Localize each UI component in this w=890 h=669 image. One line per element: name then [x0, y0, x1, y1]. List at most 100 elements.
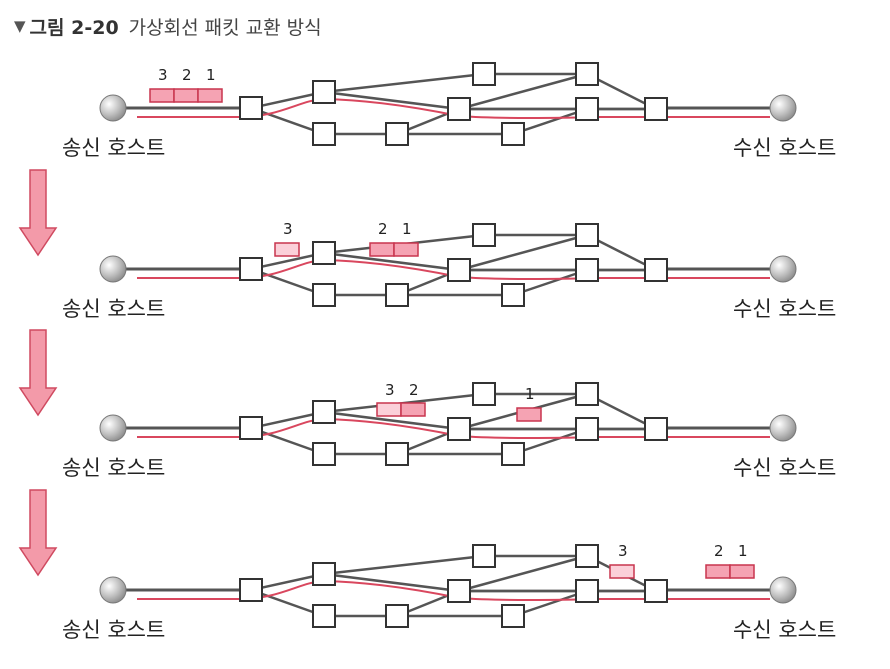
link-line [323, 251, 460, 272]
router-node [644, 97, 668, 121]
virtual-circuit-path [137, 417, 770, 439]
receiver-host-icon [769, 94, 797, 122]
link-line [512, 107, 588, 136]
receiver-host-label: 수신 호스트 [733, 136, 836, 160]
link-line [512, 589, 588, 618]
link-line [250, 572, 325, 592]
packet-number-1: 1 [402, 220, 412, 238]
virtual-circuit-path [137, 97, 770, 119]
link-line [250, 426, 325, 456]
router-node [447, 258, 471, 282]
packet-1 [729, 564, 755, 579]
packet-3 [274, 242, 300, 257]
receiver-host-label: 수신 호스트 [733, 297, 836, 321]
router-node [575, 382, 599, 406]
figure-number: 그림 2-20 [29, 16, 119, 39]
down-arrow-icon [18, 489, 58, 577]
router-node [239, 416, 263, 440]
sender-host-icon [99, 255, 127, 283]
router-node [644, 417, 668, 441]
packet-3 [376, 402, 402, 417]
link-line [458, 554, 588, 593]
link-line [250, 410, 325, 430]
router-node [312, 122, 336, 146]
packet-number-2: 2 [409, 381, 419, 399]
router-node [239, 257, 263, 281]
router-node [447, 417, 471, 441]
virtual-circuit-path [137, 579, 770, 601]
router-node [575, 544, 599, 568]
link-line [323, 572, 460, 593]
link-line [250, 90, 325, 110]
packet-2 [705, 564, 731, 579]
packet-number-3: 3 [385, 381, 395, 399]
link-line [323, 410, 460, 431]
router-node [575, 62, 599, 86]
router-node [447, 579, 471, 603]
router-node [239, 578, 263, 602]
router-node [575, 417, 599, 441]
sender-host-icon [99, 576, 127, 604]
link-line [250, 251, 325, 271]
router-node [472, 544, 496, 568]
router-node [312, 283, 336, 307]
router-node [312, 442, 336, 466]
link-line [458, 72, 588, 111]
router-node [575, 223, 599, 247]
packet-number-1: 1 [738, 542, 748, 560]
router-node [312, 562, 336, 586]
link-line [512, 427, 588, 456]
router-node [312, 604, 336, 628]
receiver-host-icon [769, 576, 797, 604]
figure-title: ▼ 그림 2-20 가상회선 패킷 교환 방식 [14, 12, 322, 40]
receiver-host-icon [769, 414, 797, 442]
sender-host-icon [99, 94, 127, 122]
router-node [575, 579, 599, 603]
packet-number-3: 3 [618, 542, 628, 560]
link-line [323, 90, 460, 111]
router-node [385, 122, 409, 146]
router-node [385, 442, 409, 466]
router-node [472, 223, 496, 247]
receiver-host-label: 수신 호스트 [733, 618, 836, 642]
stage-2: 송신 호스트 수신 호스트 [62, 223, 836, 321]
link-line [250, 267, 325, 297]
packet-number-1: 1 [525, 385, 535, 403]
router-node [312, 400, 336, 424]
packet-1 [516, 407, 542, 422]
packet-number-3: 3 [158, 66, 168, 84]
down-arrow-icon [18, 329, 58, 417]
link-line [250, 588, 325, 618]
router-node [575, 97, 599, 121]
packet-1 [197, 88, 223, 103]
packet-group: 1 [516, 385, 542, 422]
packet-number-1: 1 [206, 66, 216, 84]
link-line [458, 233, 588, 272]
down-arrow-icon [18, 169, 58, 257]
link-line [250, 106, 325, 136]
packet-group: 3 [274, 220, 300, 257]
link-line [512, 268, 588, 297]
packet-number-3: 3 [283, 220, 293, 238]
router-node [312, 80, 336, 104]
packet-number-2: 2 [182, 66, 192, 84]
figure-caption: 가상회선 패킷 교환 방식 [128, 16, 322, 39]
router-node [472, 382, 496, 406]
triangle-marker-icon: ▼ [14, 17, 26, 35]
router-node [447, 97, 471, 121]
sender-host-label: 송신 호스트 [62, 297, 165, 321]
router-node [239, 96, 263, 120]
link-line [323, 554, 485, 576]
packet-group: 3 [609, 542, 635, 579]
packet-2 [369, 242, 395, 257]
router-node [644, 579, 668, 603]
sender-host-label: 송신 호스트 [62, 456, 165, 480]
receiver-host-icon [769, 255, 797, 283]
packet-2 [173, 88, 199, 103]
